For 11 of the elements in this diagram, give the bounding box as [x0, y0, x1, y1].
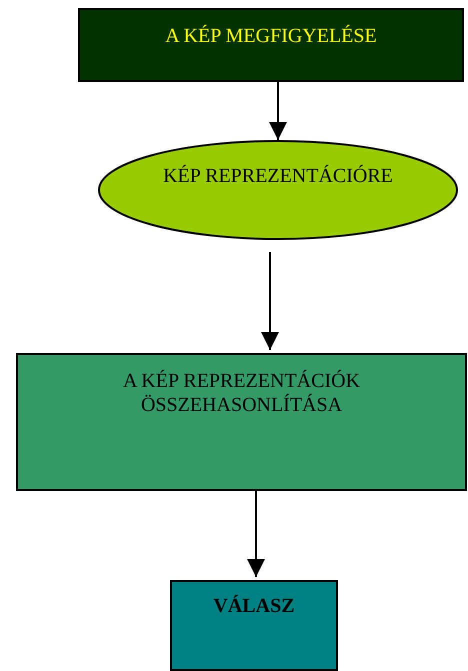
node-label: KÉP REPREZENTÁCIÓRE: [162, 164, 394, 188]
process-ellipse: [98, 140, 458, 240]
node-label: A KÉP REPREZENTÁCIÓK ÖSSZEHASONLÍTÁSA: [122, 369, 362, 417]
arrow: [247, 491, 265, 577]
process-box: [16, 353, 467, 491]
arrow: [261, 252, 279, 350]
result-box: [170, 580, 338, 671]
node-label: VÁLASZ: [212, 594, 296, 618]
process-box: [78, 8, 464, 82]
node-label: A KÉP MEGFIGYELÉSE: [164, 24, 378, 48]
arrow: [269, 82, 287, 140]
